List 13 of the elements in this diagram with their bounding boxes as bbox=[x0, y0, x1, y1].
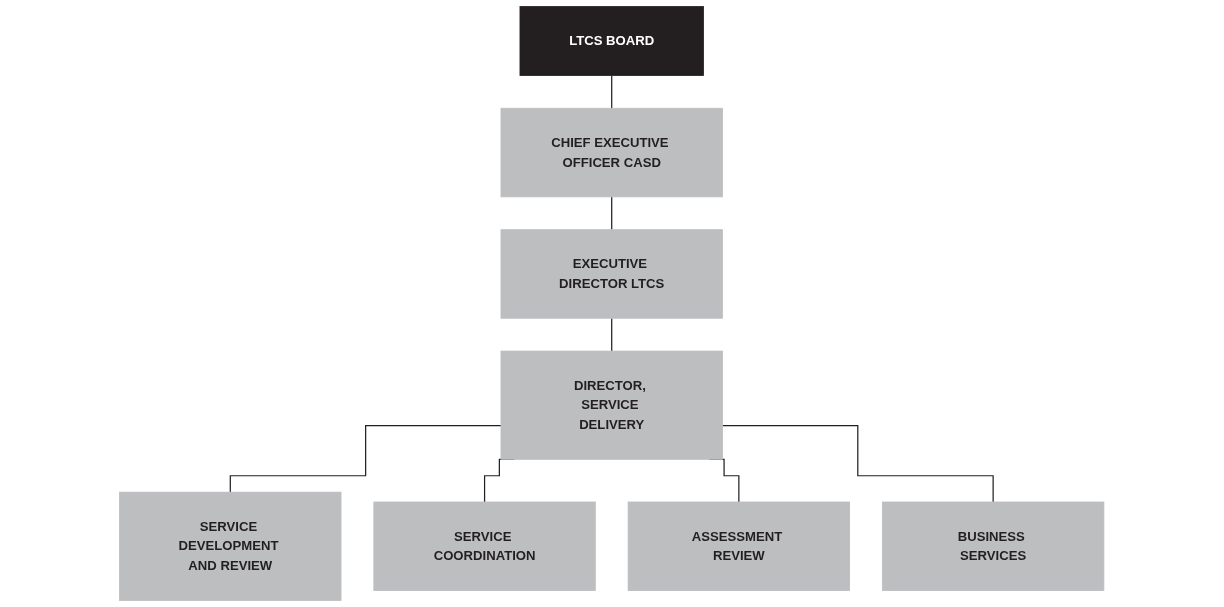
node-box: BUSINESS SERVICES bbox=[882, 501, 1105, 591]
connector bbox=[611, 317, 613, 352]
node-box: SERVICE COORDINATION bbox=[373, 501, 596, 591]
connector bbox=[722, 425, 995, 503]
node-box: CHIEF EXECUTIVE OFFICER CASD bbox=[500, 107, 724, 198]
connector bbox=[611, 74, 613, 109]
node-box: ASSESSMENT REVIEW bbox=[628, 501, 851, 591]
node-box: LTCS BOARD bbox=[519, 6, 705, 76]
connector bbox=[611, 196, 613, 231]
connector bbox=[229, 425, 502, 493]
node-box: DIRECTOR, SERVICE DELIVERY bbox=[500, 350, 724, 460]
node-box: SERVICE DEVELOPMENT AND REVIEW bbox=[119, 491, 342, 601]
node-box: EXECUTIVE DIRECTOR LTCS bbox=[500, 229, 724, 319]
